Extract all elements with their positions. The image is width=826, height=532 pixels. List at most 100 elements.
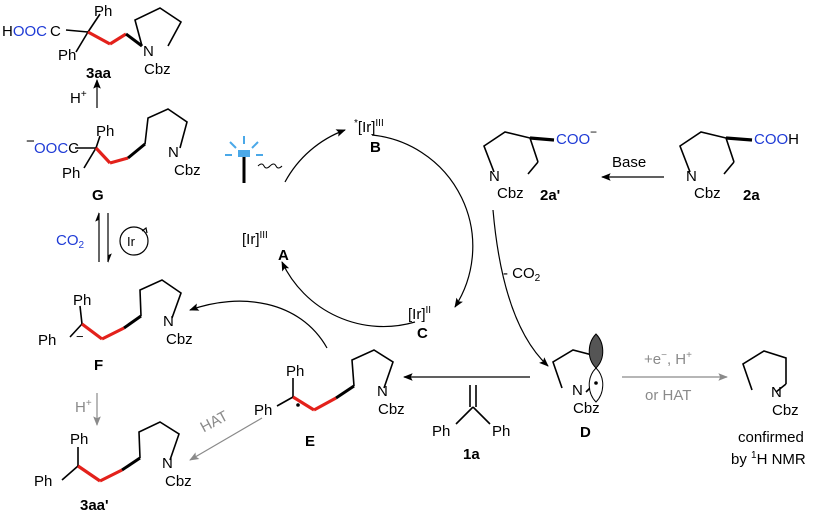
blue-light-icon	[225, 136, 263, 183]
phenyl-label: Ph	[94, 3, 113, 20]
plus-sup: +	[80, 89, 87, 100]
phenyl-label: Ph	[96, 123, 115, 140]
catalyst-A: [Ir]III	[242, 230, 268, 248]
minus-co2-label: - CO2	[503, 266, 541, 284]
phenyl-label: Ph	[73, 292, 92, 309]
phenyl-label: Ph	[62, 165, 81, 182]
carboxylate-charge: −	[590, 125, 598, 139]
condition-electron-proton: +e−, H+	[644, 350, 692, 368]
compound-label-3aa: 3aa	[86, 65, 112, 82]
acid-cooh: COOH	[754, 132, 799, 147]
cbz-label: Cbz	[165, 473, 192, 490]
two-sub: 2	[78, 240, 85, 251]
compound-cbz-pyrrolidine-structure	[742, 350, 787, 393]
cbz-label: Cbz	[497, 185, 524, 202]
cooh-text: COO	[754, 131, 789, 148]
phenyl-label: Ph	[432, 423, 451, 440]
catalytic-cycle	[281, 129, 474, 328]
nitrogen-label: N	[143, 43, 154, 60]
confirmed-label: confirmed	[738, 429, 804, 446]
cooh-h: H	[788, 131, 800, 148]
compound-label-E: E	[305, 433, 316, 450]
compound-label-1a: 1a	[463, 446, 480, 463]
nitrogen-label: N	[771, 384, 782, 401]
carboxylate-group: OOCC	[34, 140, 80, 157]
nitrogen-label: N	[162, 455, 173, 472]
radical-dot-E	[296, 403, 300, 407]
cbz-label: Cbz	[378, 401, 405, 418]
carboxylate-coo: COO	[556, 131, 591, 148]
plus-sup: +	[85, 398, 92, 409]
arrow-E-to-3aa-prime	[189, 417, 263, 461]
condition-h-plus: H+	[70, 89, 87, 107]
condition-h-plus-grey: H+	[75, 398, 92, 416]
compound-label-2a: 2a	[743, 187, 760, 204]
h-text: H	[75, 399, 86, 416]
compound-F-structure	[69, 279, 182, 341]
ir-text: [Ir]	[408, 306, 426, 323]
nitrogen-label: N	[572, 382, 583, 399]
cbz-label: Cbz	[144, 61, 171, 78]
nmr-note: by 1H NMR	[731, 450, 806, 468]
phenyl-label: Ph	[34, 473, 53, 490]
phenyl-label: Ph	[58, 47, 77, 64]
phenyl-label: Ph	[492, 423, 511, 440]
e-text: +e	[644, 351, 662, 368]
carboxylic-acid-group: HOOC	[2, 24, 47, 39]
excited-star: *	[354, 118, 358, 129]
ir-mini-label: Ir	[127, 234, 135, 249]
acid-h: H	[2, 23, 13, 40]
oxidation-state: II	[425, 305, 432, 316]
catalyst-C: [Ir]II	[408, 305, 432, 323]
cbz-label: Cbz	[694, 185, 721, 202]
light-wave	[257, 163, 283, 169]
compound-E-structure	[276, 349, 394, 412]
h-text: , H	[666, 351, 687, 368]
phenyl-label: Ph	[70, 431, 89, 448]
nitrogen-label: N	[163, 313, 174, 330]
phenyl-label: Ph	[38, 332, 57, 349]
base-label: Base	[612, 154, 647, 171]
compound-label-G: G	[92, 187, 104, 204]
arrows	[93, 79, 664, 381]
cbz-label: Cbz	[174, 162, 201, 179]
compound-label-D: D	[580, 424, 591, 441]
phenyl-label: Ph	[286, 363, 305, 380]
oxidation-state: III	[259, 230, 268, 241]
acid-c-label: C	[50, 23, 61, 40]
plus-sup: +	[686, 350, 692, 361]
carbanion-minus: −	[76, 329, 84, 344]
compound-G-structure	[75, 108, 188, 169]
grey-arrows	[93, 373, 728, 461]
compound-label-B: B	[370, 139, 381, 156]
ir-text: [Ir]	[242, 231, 260, 248]
or-hat-label: or HAT	[645, 387, 692, 404]
compound-1a-structure	[455, 385, 491, 425]
ir-text: [Ir]	[357, 119, 376, 136]
by-text: by	[731, 451, 752, 468]
compound-label-F: F	[94, 357, 104, 374]
acid-ooc: OOC	[12, 23, 48, 40]
compound-label-2a-prime: 2a'	[540, 187, 561, 204]
two-sub: 2	[534, 273, 541, 284]
nmr-text: H NMR	[756, 451, 806, 468]
nitrogen-label: N	[686, 168, 697, 185]
nitrogen-label: N	[489, 168, 500, 185]
compound-label-C: C	[417, 325, 428, 342]
ooc-text: OOC	[34, 140, 69, 157]
arrow-E-to-F	[189, 300, 328, 349]
compound-3aa-structure	[65, 7, 183, 53]
nitrogen-label: N	[377, 383, 388, 400]
e-minus-sup: −	[661, 350, 667, 361]
one-sup: 1	[751, 450, 757, 461]
cbz-label: Cbz	[772, 402, 799, 419]
phenyl-label: Ph	[254, 402, 273, 419]
oxidation-state: III	[375, 118, 384, 129]
h-text: H	[70, 90, 81, 107]
ir-mini-cycle-icon	[119, 226, 149, 256]
nitrogen-label: N	[168, 144, 179, 161]
ir-cycle-arrowhead-icon	[141, 226, 148, 234]
co-text: CO	[56, 232, 79, 249]
radical-p-orbital-icon	[588, 333, 604, 403]
